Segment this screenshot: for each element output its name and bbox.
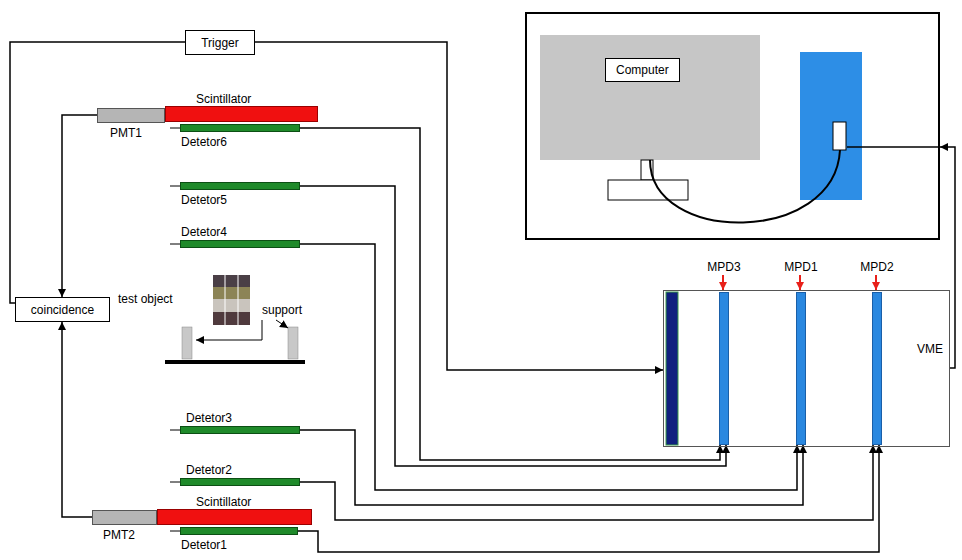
signal-wire	[298, 445, 879, 552]
node-label: Detetor5	[181, 193, 227, 207]
test-block	[213, 299, 250, 312]
node-label: PMT2	[103, 528, 135, 542]
wire-stub	[170, 128, 180, 129]
cable	[847, 146, 940, 148]
detector-bar: Detetor2	[180, 478, 300, 486]
signal-wire	[62, 322, 92, 517]
trigger-module	[666, 292, 678, 445]
test-object: test object	[112, 272, 212, 328]
node-label: Detetor4	[181, 225, 227, 239]
mpd-module: MPD3	[719, 292, 729, 445]
scintillator-bar: Scintillator	[157, 509, 312, 525]
leader-line	[196, 320, 262, 340]
monitor-screen	[540, 35, 760, 160]
block-divider	[225, 275, 226, 325]
leader-line	[276, 320, 288, 328]
node-label: coincidence	[31, 303, 94, 317]
node-label: Trigger	[201, 36, 239, 50]
node-label: PMT1	[110, 126, 142, 140]
wire-stub	[170, 244, 180, 245]
node-label: test object	[118, 292, 173, 306]
node-label: Detetor1	[181, 538, 227, 552]
wire-stub	[170, 430, 180, 431]
detector-bar: Detetor4	[180, 240, 300, 248]
computer-frame: Computer	[525, 12, 940, 240]
wire-stub	[170, 531, 180, 532]
test-block	[213, 287, 250, 299]
coincidence-box: coincidence	[15, 297, 110, 322]
pointer-arrow	[875, 275, 877, 290]
node-label: Detetor6	[181, 135, 227, 149]
vme-crate: MPD3 MPD1 MPD2 VME	[663, 290, 950, 447]
test-block	[213, 312, 250, 325]
mpd-module: MPD2	[872, 292, 882, 445]
monitor-stand	[608, 180, 688, 200]
scintillator-bar: Scintillator	[165, 106, 318, 122]
node-label: VME	[917, 342, 943, 356]
wire-stub	[170, 186, 180, 187]
node-label: Detetor2	[186, 463, 232, 477]
signal-wire	[300, 128, 720, 460]
pointer-arrow	[722, 275, 724, 290]
signal-wire	[62, 115, 97, 297]
trigger-box: Trigger	[185, 30, 255, 55]
node-label: Scintillator	[196, 92, 251, 106]
detector-bar: Detetor1	[180, 527, 298, 535]
signal-wire	[300, 244, 797, 490]
block-divider	[238, 275, 239, 325]
detector-bar: Detetor6	[180, 124, 300, 132]
detector-bar: Detetor5	[180, 182, 300, 190]
photomultiplier: PMT2	[92, 510, 157, 525]
computer-tower	[800, 52, 862, 200]
pointer-arrow	[799, 275, 801, 290]
support-post	[288, 327, 298, 359]
cable	[650, 150, 840, 223]
signal-wire	[255, 42, 663, 370]
wire-stub	[170, 482, 180, 483]
interface-card	[833, 122, 846, 150]
test-block	[213, 275, 250, 287]
node-label: MPD3	[707, 260, 740, 274]
photomultiplier: PMT1	[97, 108, 165, 123]
node-label: Scintillator	[196, 495, 251, 509]
detector-bar: Detetor3	[180, 426, 300, 434]
base-plate	[165, 360, 305, 364]
support-post	[182, 327, 192, 359]
signal-wire	[300, 445, 873, 520]
signal-wire	[10, 42, 185, 303]
node-label: Computer	[605, 58, 680, 82]
part-label: support	[262, 303, 302, 317]
signal-wire	[940, 147, 955, 368]
node-label: Detetor3	[186, 411, 232, 425]
mpd-module: MPD1	[796, 292, 806, 445]
node-label: MPD1	[784, 260, 817, 274]
node-label: MPD2	[860, 260, 893, 274]
